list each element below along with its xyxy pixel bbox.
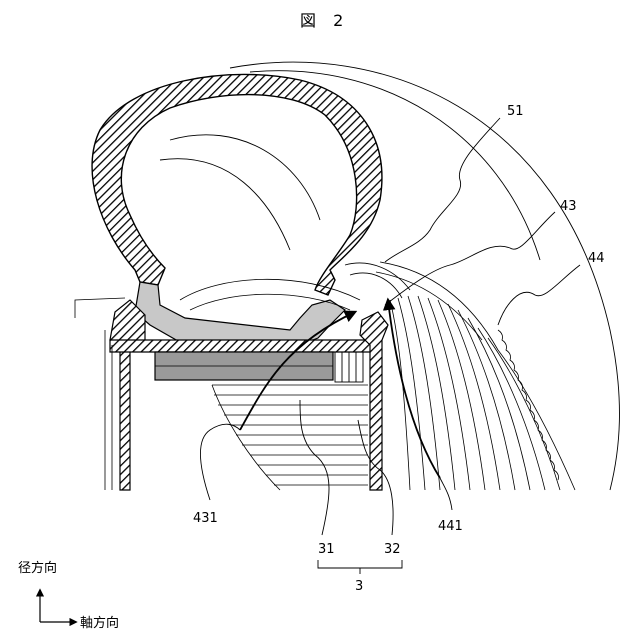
label-441: 441 bbox=[438, 519, 463, 534]
hatched-seal bbox=[92, 74, 382, 295]
label-31: 31 bbox=[318, 542, 335, 557]
radial-fins bbox=[376, 262, 575, 490]
label-431: 431 bbox=[193, 511, 218, 526]
radial-direction-label: 径方向 bbox=[18, 560, 57, 576]
guide-curves bbox=[180, 263, 410, 310]
housing-left bbox=[110, 300, 145, 490]
label-32: 32 bbox=[384, 542, 401, 557]
label-43: 43 bbox=[560, 199, 577, 214]
label-44: 44 bbox=[588, 251, 605, 266]
label-51: 51 bbox=[507, 104, 524, 119]
fin-stack bbox=[212, 385, 368, 490]
housing-right bbox=[360, 312, 388, 490]
figure-title: 図 2 bbox=[300, 11, 349, 30]
outer-arcs bbox=[160, 62, 619, 490]
connector-block bbox=[335, 352, 363, 382]
label-3: 3 bbox=[355, 579, 363, 594]
housing-top bbox=[110, 340, 375, 352]
group-brace bbox=[318, 560, 402, 574]
axial-direction-label: 軸方向 bbox=[80, 615, 119, 631]
